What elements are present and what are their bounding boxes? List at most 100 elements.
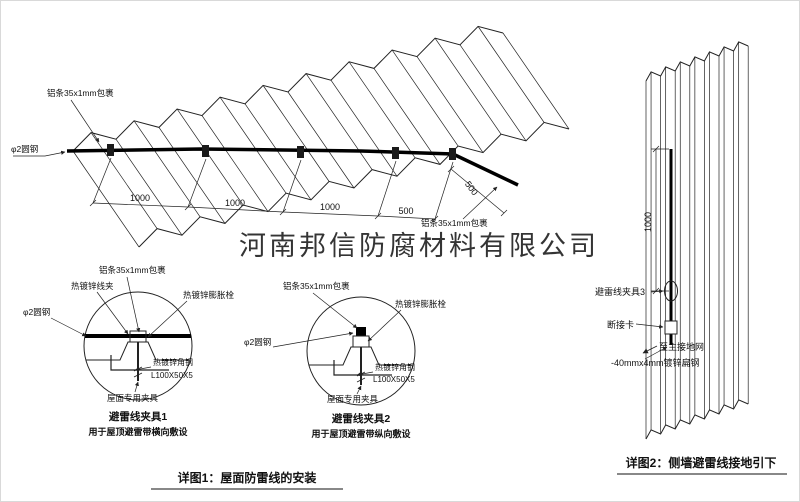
leader-line	[13, 150, 66, 157]
dim-label: 1000	[225, 198, 245, 208]
roof-ridge-line	[201, 115, 269, 212]
leader-line	[650, 289, 664, 294]
roof-ridge-line	[158, 127, 226, 224]
roof-ridge-line	[219, 96, 287, 194]
conductor-clamp-mark	[202, 145, 209, 157]
roof-ridge-line	[244, 103, 312, 200]
dim-extension-line	[434, 161, 454, 220]
dim-label: 500	[463, 179, 480, 197]
label-al-strip: 铝条35x1mm包裹	[283, 281, 350, 291]
label-al-strip-right: 铝条35x1mm包裹	[421, 218, 488, 228]
roof-ridge-line	[477, 26, 545, 123]
leader-line	[312, 292, 358, 329]
dim-slant-line	[450, 168, 505, 214]
roof-corrugation	[72, 25, 570, 248]
conductor-clamp-mark	[107, 144, 114, 156]
label-angle-steel: 热镀锌角钢	[375, 362, 415, 372]
label-roof-clamp: 屋面专用夹具	[107, 393, 159, 403]
leader-line	[134, 366, 152, 372]
dim-tick	[447, 165, 455, 173]
roof-ridge-line	[176, 108, 244, 206]
label-to-ground: 至主接地网	[659, 341, 704, 352]
conductor-clamp-mark	[297, 146, 304, 158]
roof-ridge-line	[348, 61, 416, 158]
dim-extension-line	[282, 159, 302, 213]
label-round-steel: φ2圆钢	[23, 307, 50, 317]
detail1-title: 避雷线夹具1	[108, 410, 167, 423]
label-round-steel: φ2圆钢	[244, 337, 271, 347]
detail2-title: 避雷线夹具2	[331, 412, 390, 425]
dim-tick	[652, 287, 660, 295]
leader-line	[134, 381, 139, 393]
roof-ridge-line	[115, 139, 183, 236]
dim-extension-line	[92, 157, 112, 204]
leader-line	[147, 300, 188, 338]
wire-clamp-shape	[352, 335, 370, 348]
detail-circle-1: 铝条35x1mm包裹 热镀锌线夹 热镀锌膨胀栓 φ2圆钢 热镀锌角钢 L100X…	[23, 265, 235, 437]
dim-tick	[652, 145, 660, 153]
roof-ridge-line	[305, 73, 373, 170]
label-angle-size: L100X50X5	[151, 371, 193, 380]
wall-corrugation	[645, 41, 749, 440]
label-angle-size: L100X50X5	[373, 375, 415, 384]
conductor-clamp-mark	[392, 147, 399, 159]
leader-line	[126, 276, 141, 333]
leader-line	[367, 309, 402, 342]
dim-tick	[184, 203, 192, 211]
dim-extension-line	[377, 160, 397, 217]
roof-ridge-line	[72, 150, 140, 248]
wall-top-edge	[645, 41, 749, 82]
dim-tick	[500, 209, 508, 217]
roof-labels: 铝条35x1mm包裹 φ2圆钢 铝条35x1mm包裹	[11, 88, 498, 228]
disconnect-card-shape	[664, 320, 678, 335]
label-bolt: 热镀锌膨胀栓	[183, 290, 235, 300]
roof-ridge-line	[287, 91, 355, 189]
dim-tick	[279, 208, 287, 216]
label-round-steel: φ2圆钢	[11, 144, 38, 154]
watermark: 河南邦信防腐材料有限公司	[239, 231, 599, 261]
leader-line	[272, 331, 354, 348]
leader-line	[642, 345, 658, 354]
dim-tick	[89, 199, 97, 207]
roof-ridge-line	[373, 68, 441, 165]
dim-tick	[374, 212, 382, 220]
angle-steel-shape	[110, 355, 169, 371]
detail1-subtitle: 用于屋顶避雷带横向敷设	[87, 426, 188, 437]
conductor-cross-section	[356, 327, 366, 336]
label-roof-clamp: 屋面专用夹具	[327, 394, 379, 404]
roof-top-edge	[72, 25, 504, 152]
detail-circle-outline	[306, 296, 416, 406]
roof-ridge-line	[502, 32, 570, 130]
detail-circle-2: 铝条35x1mm包裹 热镀锌膨胀栓 φ2圆钢 热镀锌角钢 L100X50X5 屋…	[244, 281, 447, 439]
roof-ridge-line	[416, 56, 484, 153]
leader-line	[96, 291, 129, 335]
label-disconnect: 断接卡	[607, 319, 634, 330]
leader-line	[356, 385, 362, 395]
roof-conductor-group	[66, 144, 519, 187]
leader-line	[70, 99, 100, 143]
wall-annotations: 1000 避雷线夹具3 断接卡 至主接地网 -40mmx4mm镀锌扁钢	[595, 145, 704, 368]
label-clamp3: 避雷线夹具3	[595, 286, 645, 297]
lightning-conductor-roof	[66, 147, 519, 187]
leader-line	[50, 317, 87, 337]
roof-ridge-line	[391, 49, 459, 147]
label-al-strip: 铝条35x1mm包裹	[99, 265, 166, 275]
label-al-strip-top: 铝条35x1mm包裹	[47, 88, 114, 98]
caption-detail1: 详图1：屋面防雷线的安装	[178, 470, 317, 485]
roof-bottom-edge	[138, 121, 570, 248]
dim-label: 500	[398, 206, 413, 216]
roof-ridge-line	[133, 120, 201, 217]
dim-label: 1000	[643, 212, 653, 232]
leader-line	[644, 346, 668, 360]
roof-ridge-line	[90, 132, 158, 229]
roof-ridge-line	[459, 44, 527, 141]
captions: 详图1：屋面防雷线的安装 详图2：侧墙避雷线接地引下	[151, 455, 787, 490]
bolt-hatch	[133, 372, 143, 378]
label-wire-clamp: 热镀锌线夹	[71, 281, 114, 291]
roof-dimensions	[89, 157, 508, 223]
conductor-clamp-mark	[449, 148, 456, 160]
label-bolt: 热镀锌膨胀栓	[395, 299, 447, 309]
leader-line	[635, 323, 664, 329]
